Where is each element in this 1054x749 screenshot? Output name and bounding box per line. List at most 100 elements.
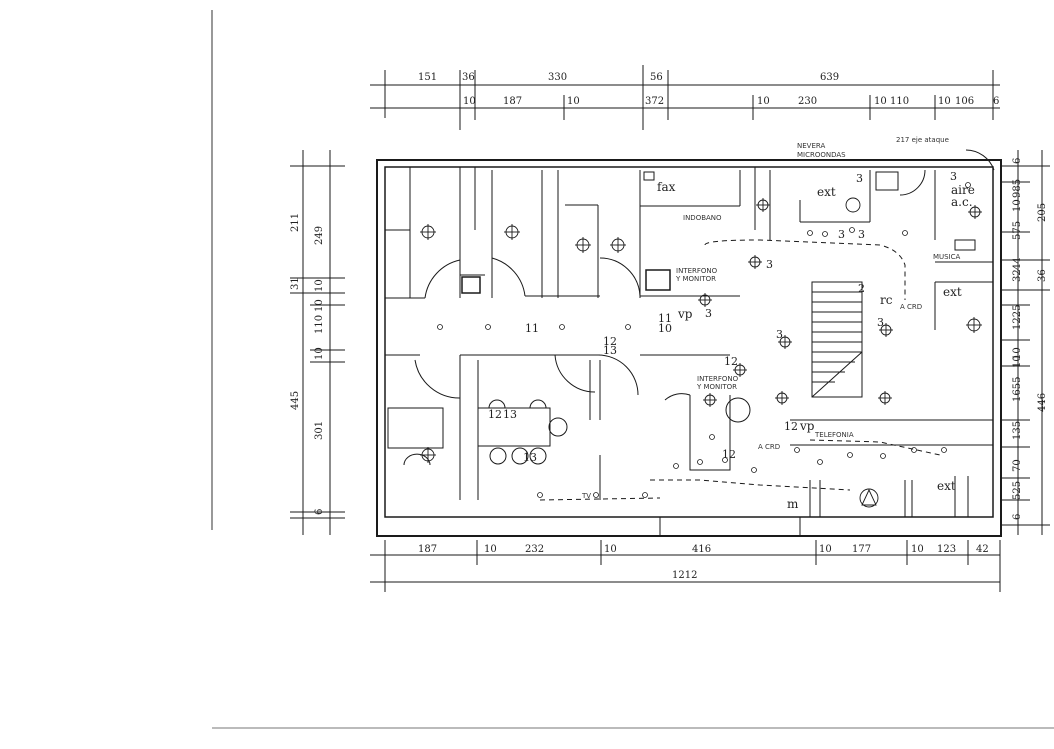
dim-right-135: 135 xyxy=(1012,421,1023,440)
label-tv: TV xyxy=(581,492,591,500)
note-acrd-bottom: A CRD xyxy=(758,443,780,451)
note-telefonia: TELEFONIA xyxy=(814,431,854,439)
dim-left-31: 31 xyxy=(290,277,301,290)
note-acrd-top: A CRD xyxy=(900,303,922,311)
dim-bottom-10b: 10 xyxy=(604,544,617,555)
dim-right-575: 575 xyxy=(1012,221,1023,240)
dim-left-10b: 10 xyxy=(314,299,325,312)
dim-right-70: 70 xyxy=(1012,459,1023,472)
label-rc: rc xyxy=(880,293,893,307)
plan-linework xyxy=(290,65,1050,592)
circuit-13-c: 13 xyxy=(523,451,537,464)
circuit-12-c: 12 xyxy=(724,355,738,368)
dim-top-151: 151 xyxy=(418,72,437,83)
dim-bottom-10a: 10 xyxy=(484,544,497,555)
dim-top2-106: 106 xyxy=(955,96,974,107)
dim-top2-187: 187 xyxy=(503,96,522,107)
dim-right-1655: 1655 xyxy=(1012,377,1023,402)
dim-right-10a: 10 xyxy=(1012,199,1023,212)
note-monitor-top: Y MONITOR xyxy=(675,275,716,283)
dim-right-10c: 10 xyxy=(1012,355,1023,368)
circuit-3-e: 3 xyxy=(856,172,863,185)
dim-right-205: 205 xyxy=(1037,203,1048,222)
dim-bottom-total: 1212 xyxy=(672,570,697,581)
dim-bottom-10c: 10 xyxy=(819,544,832,555)
circuit-3-a: 3 xyxy=(766,258,773,271)
dim-bottom-123: 123 xyxy=(937,544,956,555)
meeting-table xyxy=(477,407,551,447)
circuit-3-g: 3 xyxy=(776,328,783,341)
circuit-11-b: 11 xyxy=(658,312,672,325)
dim-right-6b: 6 xyxy=(1012,514,1023,520)
dim-left-10a: 10 xyxy=(314,279,325,292)
circuit-3-h: 3 xyxy=(877,316,884,329)
dim-bottom-177: 177 xyxy=(852,544,871,555)
dim-top2-6: 6 xyxy=(993,96,999,107)
dim-right-36: 36 xyxy=(1037,269,1048,282)
dim-right-525: 525 xyxy=(1012,481,1023,500)
dim-top-639: 639 xyxy=(820,72,839,83)
circuit-3-c: 3 xyxy=(838,228,845,241)
outer-wall xyxy=(376,159,1002,537)
circuit-12-a: 12 xyxy=(603,335,617,348)
dim-top2-372: 372 xyxy=(645,96,664,107)
dim-bottom-42: 42 xyxy=(976,544,989,555)
dim-left-211: 211 xyxy=(290,213,301,232)
circuit-13-b: 13 xyxy=(503,408,517,421)
dim-left-249: 249 xyxy=(314,226,325,245)
note-microondas: MICROONDAS xyxy=(797,151,846,159)
label-vp-top: vp xyxy=(677,307,693,321)
dim-right-6a: 6 xyxy=(1012,158,1023,164)
circuit-3-f: 3 xyxy=(950,170,957,183)
dim-bottom-232: 232 xyxy=(525,544,544,555)
circuit-13-a: 13 xyxy=(603,344,617,357)
dim-top2-110: 110 xyxy=(890,96,909,107)
dim-right-985: 985 xyxy=(1012,179,1023,198)
dim-bottom-187: 187 xyxy=(418,544,437,555)
dim-right-10b: 10 xyxy=(1012,347,1023,360)
note-interfono-mid: INTERFONO xyxy=(697,375,739,383)
note-interfono-top: INTERFONO xyxy=(676,267,718,275)
dim-right-446: 446 xyxy=(1037,393,1048,412)
dim-left-10c: 10 xyxy=(314,347,325,360)
dim-top-36: 36 xyxy=(462,72,475,83)
dim-top2-10a: 10 xyxy=(463,96,476,107)
note-indobano: INDOBANO xyxy=(683,214,722,222)
circuit-12-b: 12 xyxy=(488,408,502,421)
label-ac: a.c. xyxy=(951,195,973,209)
dim-top-56: 56 xyxy=(650,72,663,83)
circuit-3-d: 3 xyxy=(858,228,865,241)
label-vp-bottom: vp xyxy=(799,419,815,433)
dim-left-445: 445 xyxy=(290,391,301,410)
circuit-10: 10 xyxy=(658,322,672,335)
circuit-12-e: 12 xyxy=(722,448,736,461)
dim-left-110: 110 xyxy=(314,315,325,334)
dim-left-301: 301 xyxy=(314,421,325,440)
circuit-2: 2 xyxy=(858,282,865,295)
desk-left xyxy=(387,407,444,449)
label-aire: aire xyxy=(951,183,975,197)
circuit-3-b: 3 xyxy=(705,307,712,320)
dim-bottom-10d: 10 xyxy=(911,544,924,555)
dim-top2-10e: 10 xyxy=(938,96,951,107)
dim-right-32: 32 xyxy=(1012,269,1023,282)
note-nevera: NEVERA xyxy=(797,142,825,150)
label-m: m xyxy=(787,497,799,511)
dim-right-44: 44 xyxy=(1012,257,1023,270)
circuit-11-a: 11 xyxy=(525,322,539,335)
label-ext-bottom: ext xyxy=(937,479,956,493)
dim-top2-10d: 10 xyxy=(874,96,887,107)
dim-top2-10b: 10 xyxy=(567,96,580,107)
dim-bottom-416: 416 xyxy=(692,544,711,555)
note-musica: MUSICA xyxy=(933,253,961,261)
label-ext-kitchen: ext xyxy=(817,185,836,199)
dim-top2-10c: 10 xyxy=(757,96,770,107)
circuit-12-d: 12 xyxy=(784,420,798,433)
note-monitor-mid: Y MONITOR xyxy=(696,383,737,391)
label-fax: fax xyxy=(657,180,676,194)
dim-top-330: 330 xyxy=(548,72,567,83)
dim-top2-230: 230 xyxy=(798,96,817,107)
dim-left-6: 6 xyxy=(314,509,325,515)
